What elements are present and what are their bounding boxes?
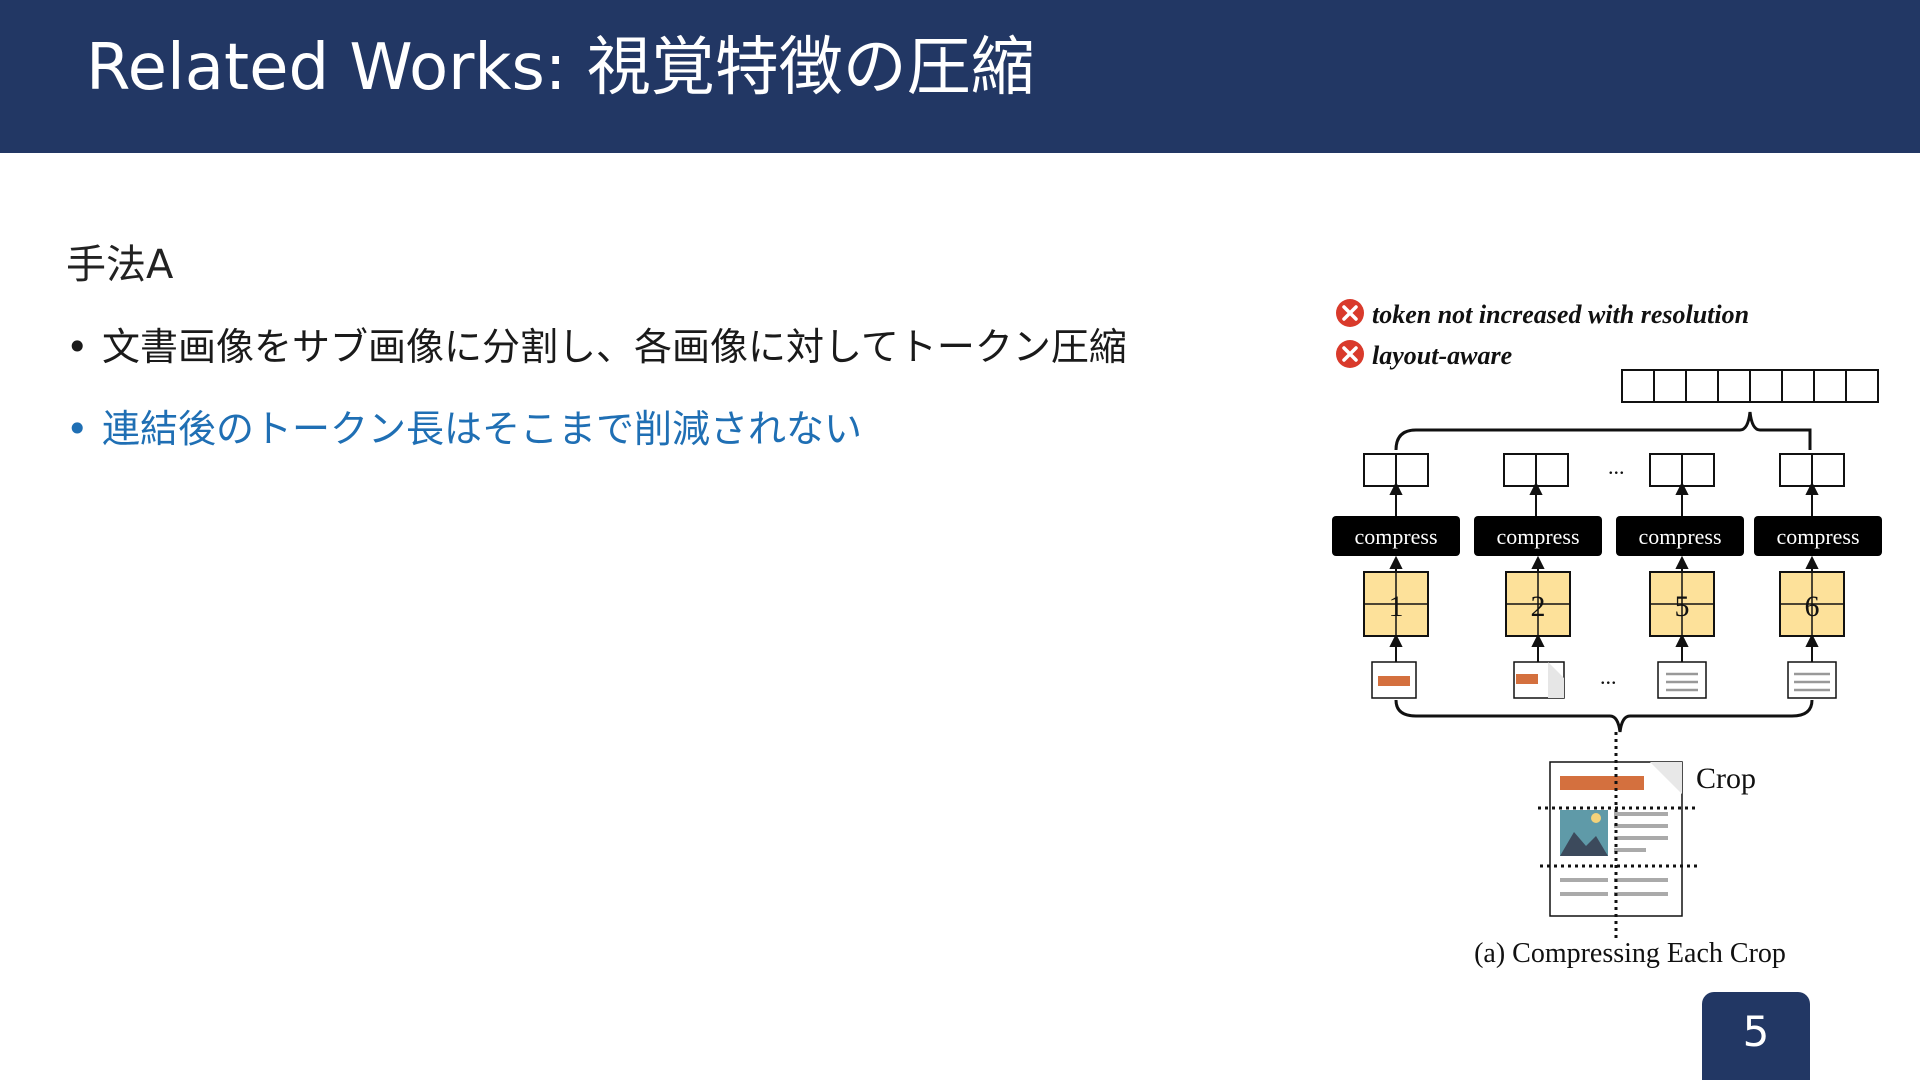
sub-image-6 xyxy=(1788,662,1836,698)
crop-grid-6: 6 xyxy=(1780,572,1844,636)
bullet-item-2: •連結後のトークン長はそこまで削減されない xyxy=(66,398,862,453)
svg-text:compress: compress xyxy=(1496,524,1579,549)
svg-text:2: 2 xyxy=(1531,590,1546,623)
arrows-lower xyxy=(1391,636,1817,662)
bullet-item-1: •文書画像をサブ画像に分割し、各画像に対してトークン圧縮 xyxy=(66,316,1127,371)
token-output-row xyxy=(1622,370,1878,402)
arrows-upper xyxy=(1391,484,1817,516)
svg-text:5: 5 xyxy=(1675,590,1690,623)
badge-text-1: token not increased with resolution xyxy=(1372,300,1749,329)
svg-text:compress: compress xyxy=(1354,524,1437,549)
svg-text:compress: compress xyxy=(1776,524,1859,549)
compression-figure: token not increased with resolution layo… xyxy=(1320,290,1890,980)
sub-image-2 xyxy=(1514,662,1564,698)
sub-image-1 xyxy=(1372,662,1416,698)
badge-text-2: layout-aware xyxy=(1372,341,1512,370)
slide-title: Related Works: 視覚特徴の圧縮 xyxy=(86,28,1035,108)
page-number: 5 xyxy=(1702,992,1810,1080)
crop-grid-1: 1 xyxy=(1364,572,1428,636)
error-badge-1: token not increased with resolution xyxy=(1336,299,1749,329)
figure-caption: (a) Compressing Each Crop xyxy=(1474,938,1786,969)
compress-box-2: compress xyxy=(1474,516,1602,556)
ellipsis-top: ... xyxy=(1608,454,1625,479)
sub-image-5 xyxy=(1658,662,1706,698)
slide-header: Related Works: 視覚特徴の圧縮 xyxy=(0,0,1920,153)
bullet-marker: • xyxy=(66,407,102,451)
bottom-brace xyxy=(1396,700,1812,732)
compression-diagram: token not increased with resolution layo… xyxy=(1320,290,1890,980)
top-brace xyxy=(1396,412,1810,450)
bullet-text-2: 連結後のトークン長はそこまで削減されない xyxy=(102,407,862,451)
error-badge-2: layout-aware xyxy=(1336,340,1512,370)
bullet-marker: • xyxy=(66,325,102,369)
crop-grid-2: 2 xyxy=(1506,572,1570,636)
compress-box-1: compress xyxy=(1332,516,1460,556)
bullet-text-1: 文書画像をサブ画像に分割し、各画像に対してトークン圧縮 xyxy=(102,325,1127,369)
svg-text:1: 1 xyxy=(1389,590,1404,623)
crop-grid-5: 5 xyxy=(1650,572,1714,636)
ellipsis-bottom: ... xyxy=(1600,664,1617,689)
compress-box-3: compress xyxy=(1616,516,1744,556)
method-label: 手法A xyxy=(66,232,173,290)
svg-text:compress: compress xyxy=(1638,524,1721,549)
compress-box-4: compress xyxy=(1754,516,1882,556)
arrows-middle xyxy=(1391,558,1817,572)
compressed-token-pairs xyxy=(1364,454,1844,486)
crop-label: Crop xyxy=(1696,762,1756,795)
svg-text:6: 6 xyxy=(1805,590,1820,623)
